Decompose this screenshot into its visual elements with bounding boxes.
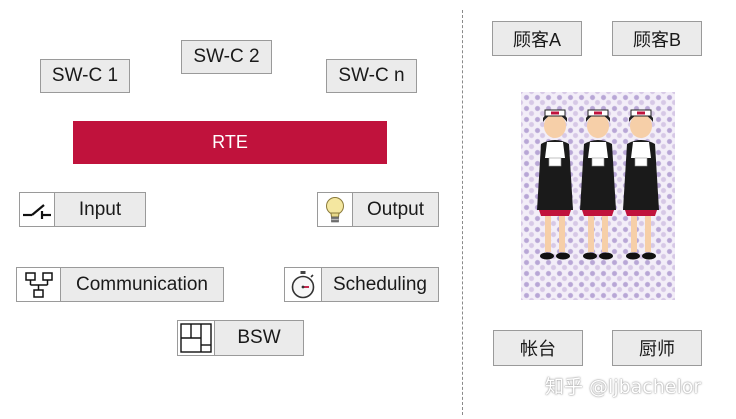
switch-icon: [23, 203, 51, 219]
swc-1-box: SW-C 1: [40, 59, 130, 93]
scheduling-box: Scheduling: [321, 267, 439, 302]
bsw-box: BSW: [214, 320, 304, 356]
scheduling-label: Scheduling: [332, 273, 428, 295]
swc-n-box: SW-C n: [326, 59, 417, 93]
communication-label: Communication: [76, 273, 208, 295]
network-icon: [24, 271, 53, 298]
customer-b-box: 顾客B: [612, 21, 702, 56]
swc-n-label: SW-C n: [338, 65, 405, 86]
waitress-figure: [537, 109, 573, 260]
stopwatch-icon: [291, 270, 315, 298]
communication-box: Communication: [60, 267, 224, 302]
rte-bar: RTE: [73, 121, 387, 164]
swc-1-label: SW-C 1: [51, 65, 119, 86]
scheduling-icon-box: [284, 267, 322, 302]
dashed-divider: [462, 10, 463, 415]
output-box: Output: [352, 192, 439, 227]
output-label: Output: [366, 198, 425, 220]
bsw-icon-box: [177, 320, 215, 356]
output-icon-box: [317, 192, 353, 227]
communication-icon-box: [16, 267, 61, 302]
customer-b-label: 顾客B: [632, 29, 681, 50]
input-icon-box: [19, 192, 55, 227]
cashier-label: 帐台: [520, 339, 556, 359]
chef-label: 厨师: [639, 339, 675, 359]
customer-a-box: 顾客A: [492, 21, 582, 56]
bsw-label: BSW: [237, 327, 281, 348]
waitresses-image: [521, 92, 675, 300]
watermark-text: 知乎 @ljbachelor: [545, 376, 702, 398]
rte-label: RTE: [212, 132, 248, 152]
customer-a-label: 顾客A: [512, 29, 561, 50]
bsw-block-icon: [180, 323, 212, 353]
input-label: Input: [78, 198, 122, 220]
swc-2-label: SW-C 2: [193, 46, 260, 67]
waitress-figures: [537, 109, 660, 260]
lightbulb-icon: [326, 196, 344, 222]
chef-box: 厨师: [612, 330, 702, 366]
cashier-box: 帐台: [493, 330, 583, 366]
input-box: Input: [54, 192, 146, 227]
swc-2-box: SW-C 2: [181, 40, 272, 74]
